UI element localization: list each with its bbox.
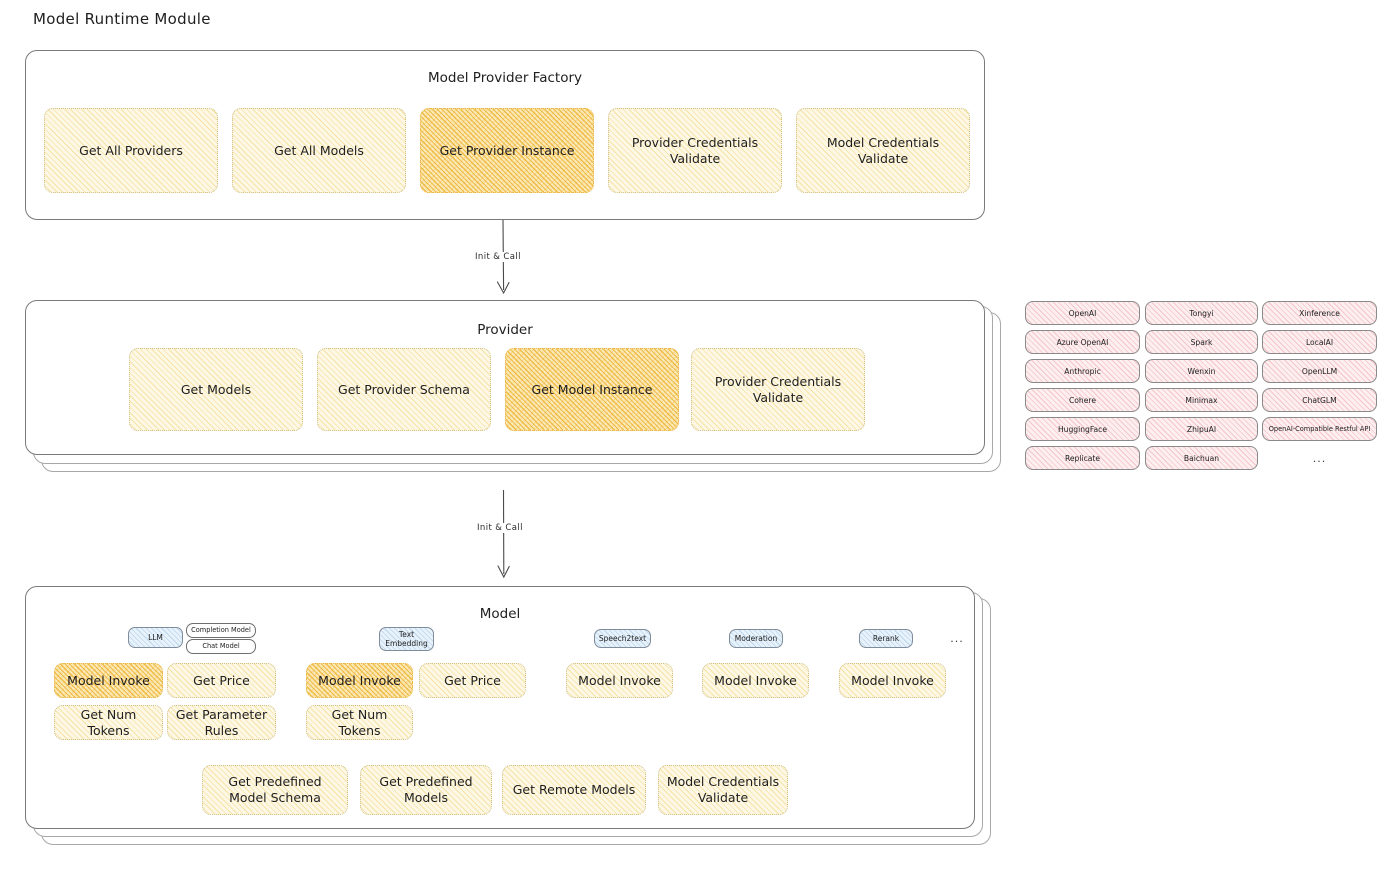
provider-list-more: ...	[1312, 452, 1327, 465]
node-get-models[interactable]: Get Models	[129, 348, 303, 431]
node-llm-get-parameter-rules[interactable]: Get Parameter Rules	[167, 705, 276, 740]
node-rerank-model-invoke[interactable]: Model Invoke	[839, 663, 946, 698]
node-embedding-get-price[interactable]: Get Price	[419, 663, 526, 698]
provider-pill-openai-compatible-restful-api[interactable]: OpenAI-Compatible Restful API	[1262, 417, 1377, 441]
node-get-predefined-models[interactable]: Get Predefined Models	[360, 765, 492, 815]
provider-pill-replicate[interactable]: Replicate	[1025, 446, 1140, 470]
node-embedding-model-invoke[interactable]: Model Invoke	[306, 663, 413, 698]
badge-chat-model[interactable]: Chat Model	[186, 639, 256, 654]
provider-pill-tongyi[interactable]: Tongyi	[1145, 301, 1258, 325]
provider-pill-huggingface[interactable]: HuggingFace	[1025, 417, 1140, 441]
node-moderation-model-invoke[interactable]: Model Invoke	[702, 663, 809, 698]
provider-pill-chatglm[interactable]: ChatGLM	[1262, 388, 1377, 412]
node-get-model-instance[interactable]: Get Model Instance	[505, 348, 679, 431]
provider-pill-openai[interactable]: OpenAI	[1025, 301, 1140, 325]
provider-pill-spark[interactable]: Spark	[1145, 330, 1258, 354]
model-provider-factory-title: Model Provider Factory	[427, 70, 582, 86]
node-get-all-models[interactable]: Get All Models	[232, 108, 406, 193]
provider-pill-anthropic[interactable]: Anthropic	[1025, 359, 1140, 383]
node-get-provider-schema[interactable]: Get Provider Schema	[317, 348, 491, 431]
provider-pill-openllm[interactable]: OpenLLM	[1262, 359, 1377, 383]
provider-pill-minimax[interactable]: Minimax	[1145, 388, 1258, 412]
badge-llm[interactable]: LLM	[128, 627, 183, 648]
node-model-credentials-validate[interactable]: Model Credentials Validate	[796, 108, 970, 193]
badge-speech2text[interactable]: Speech2text	[594, 629, 651, 648]
node-get-provider-instance[interactable]: Get Provider Instance	[420, 108, 594, 193]
arrow-provider-to-model	[482, 489, 528, 582]
provider-pill-azure-openai[interactable]: Azure OpenAI	[1025, 330, 1140, 354]
badge-rerank[interactable]: Rerank	[859, 629, 913, 648]
node-get-remote-models[interactable]: Get Remote Models	[502, 765, 646, 815]
node-model-credentials-validate-2[interactable]: Model Credentials Validate	[658, 765, 788, 815]
arrow-2-icon	[497, 489, 510, 579]
provider-pill-zhipuai[interactable]: ZhipuAI	[1145, 417, 1258, 441]
model-container: Model	[25, 586, 975, 829]
provider-pill-xinference[interactable]: Xinference	[1262, 301, 1377, 325]
node-provider-credentials-validate-2[interactable]: Provider Credentials Validate	[691, 348, 865, 431]
provider-pill-cohere[interactable]: Cohere	[1025, 388, 1140, 412]
node-llm-get-price[interactable]: Get Price	[167, 663, 276, 698]
badge-moderation[interactable]: Moderation	[729, 629, 783, 648]
provider-pill-baichuan[interactable]: Baichuan	[1145, 446, 1258, 470]
provider-title: Provider	[477, 322, 533, 338]
badge-text-embedding[interactable]: Text Embedding	[379, 627, 434, 651]
node-llm-get-num-tokens[interactable]: Get Num Tokens	[54, 705, 163, 740]
provider-pill-wenxin[interactable]: Wenxin	[1145, 359, 1258, 383]
badge-completion-model[interactable]: Completion Model	[186, 623, 256, 638]
page-title: Model Runtime Module	[33, 10, 211, 28]
model-types-more: ...	[950, 632, 964, 645]
node-get-all-providers[interactable]: Get All Providers	[44, 108, 218, 193]
node-get-predefined-model-schema[interactable]: Get Predefined Model Schema	[202, 765, 348, 815]
node-speech2text-model-invoke[interactable]: Model Invoke	[566, 663, 673, 698]
model-title: Model	[479, 606, 521, 622]
arrow-2-label: Init & Call	[474, 523, 526, 533]
arrow-1-label: Init & Call	[472, 252, 524, 262]
node-provider-credentials-validate[interactable]: Provider Credentials Validate	[608, 108, 782, 193]
provider-pill-localai[interactable]: LocalAI	[1262, 330, 1377, 354]
node-embedding-get-num-tokens[interactable]: Get Num Tokens	[306, 705, 413, 740]
node-llm-model-invoke[interactable]: Model Invoke	[54, 663, 163, 698]
